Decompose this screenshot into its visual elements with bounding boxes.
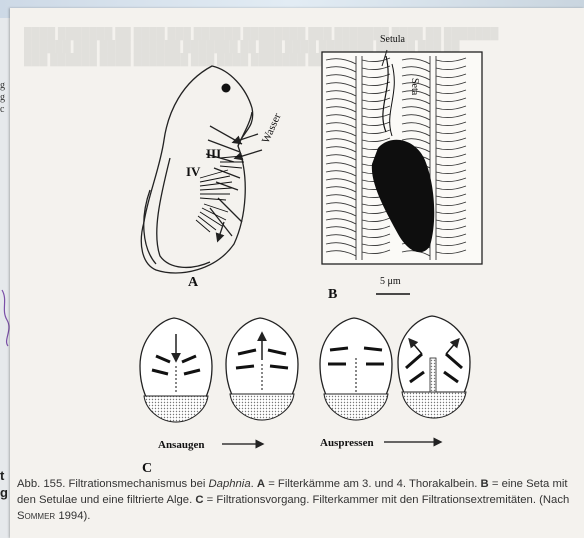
caption-a-text: = Filterkämme am 3. und 4. Thorakalbein. <box>265 478 477 490</box>
panel-a-daphnia-drawing <box>141 66 262 273</box>
adjacent-line: t <box>0 467 10 484</box>
daphnia-eye <box>222 84 231 93</box>
label-scale: 5 μm <box>380 276 401 287</box>
caption-author: Sommer <box>17 510 55 522</box>
caption-prefix: Abb. 155. Filtrationsmechanismus bei <box>17 478 209 490</box>
label-ansaugen: Ansaugen <box>158 439 204 451</box>
chamber-2 <box>226 318 298 420</box>
caption-b-label: B <box>481 478 489 490</box>
panel-b-label: B <box>328 287 337 302</box>
purple-scribble <box>0 280 10 350</box>
label-setula: Setula <box>380 34 406 45</box>
label-wasser: Wasser <box>260 111 284 145</box>
adjacent-line: g <box>0 484 10 501</box>
caption-genus: Daphnia <box>209 478 251 490</box>
caption-a-label: A <box>257 478 265 490</box>
book-page: ████ ███████ ██ ████ ███ ██████ ████████… <box>10 8 584 538</box>
label-seta: Seta <box>409 78 420 96</box>
label-auspressen: Auspressen <box>320 437 374 449</box>
caption-c-label: C <box>195 494 203 506</box>
panel-a-label: A <box>188 275 199 290</box>
adjacent-line: g <box>0 80 10 92</box>
label-iii: III <box>206 146 221 161</box>
figure: III IV Wasser A <box>10 8 584 478</box>
caption-c-text: = Filtrationsvorgang. Filterkammer mit d… <box>204 494 570 506</box>
panel-c-filtration-sequence <box>140 316 470 444</box>
adjacent-line: g <box>0 92 10 104</box>
figure-caption: Abb. 155. Filtrationsmechanismus bei Dap… <box>17 476 577 524</box>
label-iv: IV <box>186 164 201 179</box>
caption-year: 1994). <box>55 510 90 522</box>
panel-b-seta-drawing <box>322 50 482 294</box>
adjacent-page-bold-text: t g <box>0 467 10 501</box>
chamber-1 <box>140 318 212 422</box>
adjacent-page-text: g g c <box>0 80 10 116</box>
chamber-4 <box>398 316 470 418</box>
panel-c-label: C <box>142 461 152 476</box>
adjacent-line: c <box>0 104 10 116</box>
chamber-3 <box>320 318 392 420</box>
